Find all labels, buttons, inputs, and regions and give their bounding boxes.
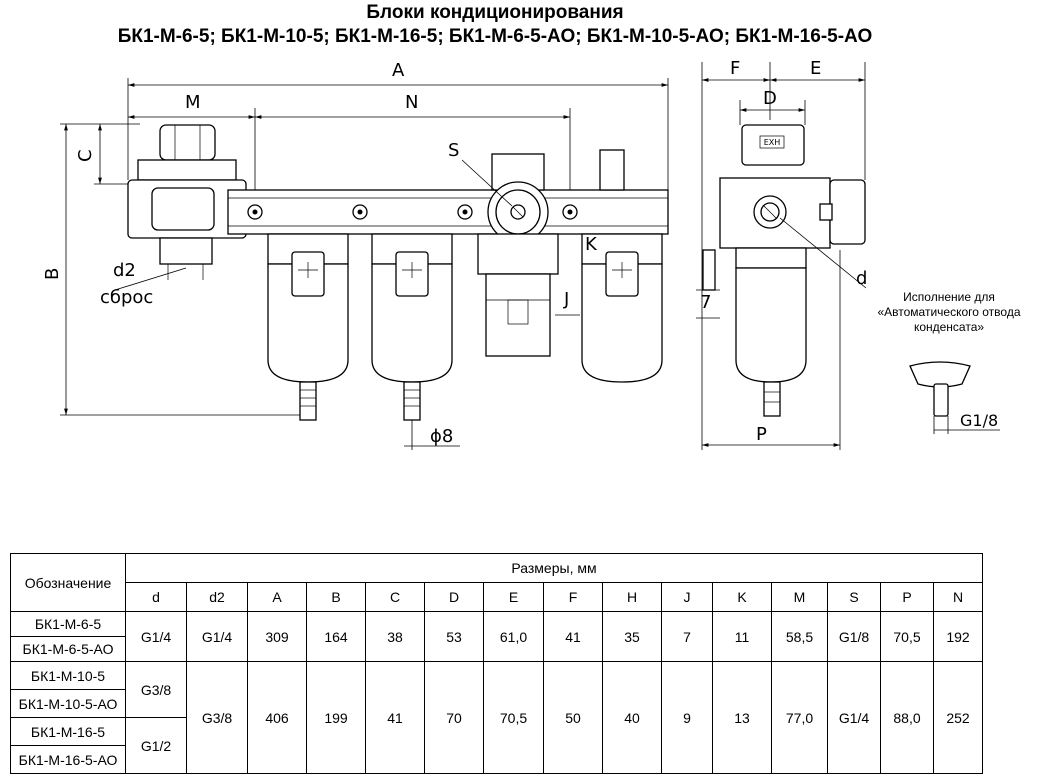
model-name: БК1-М-10-5-АО <box>10 689 126 718</box>
model-name: БК1-М-10-5 <box>10 661 126 690</box>
value-cell: 252 <box>933 661 983 774</box>
dim-D: D <box>739 88 806 125</box>
value-cell: 40 <box>602 661 662 774</box>
label-sbros: сброс <box>100 287 153 308</box>
label-J: J <box>563 289 569 310</box>
value-cell: 164 <box>306 611 366 662</box>
col-d: d <box>125 582 187 612</box>
dim-C: C <box>75 123 140 185</box>
col-P: P <box>880 582 934 612</box>
dims-header: Размеры, мм <box>125 553 983 583</box>
value-cell: 309 <box>247 611 307 662</box>
value-cell: 13 <box>712 661 772 774</box>
model-name: БК1-М-16-5 <box>10 717 126 746</box>
label-d2: d2 <box>113 260 136 281</box>
value-cell: 50 <box>543 661 603 774</box>
filter-unit-2 <box>371 233 453 421</box>
col-N: N <box>933 582 983 612</box>
dimensions-table: Обозначение Размеры, мм d d2 A B C D E F… <box>10 553 983 774</box>
label-phi8: ϕ8 <box>430 426 453 447</box>
auto-drain-note: Исполнение для «Автоматического отвода к… <box>877 290 1021 334</box>
label-D: D <box>763 88 777 109</box>
side-view: EXH <box>702 124 866 417</box>
value-cell: 53 <box>424 611 484 662</box>
value-cell: G1/8 <box>827 611 881 662</box>
shutoff-valve <box>114 124 247 291</box>
value-cell: G1/4 <box>125 611 187 662</box>
col-D: D <box>424 582 484 612</box>
label-S: S <box>448 140 459 161</box>
value-cell: G1/4 <box>186 611 248 662</box>
value-cell: G1/4 <box>827 661 881 774</box>
value-cell: 406 <box>247 661 307 774</box>
value-cell: 35 <box>602 611 662 662</box>
value-cell: 70,5 <box>880 611 934 662</box>
model-list-title: БК1-М-6-5; БК1-М-10-5; БК1-М-16-5; БК1-М… <box>117 26 873 47</box>
label-E: E <box>810 58 821 79</box>
value-cell: 41 <box>365 661 425 774</box>
label-B: B <box>42 268 63 280</box>
manifold-bar <box>227 189 669 235</box>
label-exh: EXH <box>764 138 781 147</box>
label-N: N <box>405 92 418 113</box>
model-name: БК1-М-6-5-АО <box>10 636 126 662</box>
value-cell: G3/8 <box>186 661 248 774</box>
col-B: B <box>306 582 366 612</box>
col-A: A <box>247 582 307 612</box>
col-J: J <box>661 582 713 612</box>
value-cell: 192 <box>933 611 983 662</box>
dim-F-E: F E <box>701 58 866 450</box>
pressure-regulator <box>477 153 559 357</box>
col-H: H <box>602 582 662 612</box>
value-cell: G3/8 <box>125 661 187 718</box>
label-M: M <box>185 92 201 113</box>
label-P: P <box>756 424 767 445</box>
value-cell: 88,0 <box>880 661 934 774</box>
col-S: S <box>827 582 881 612</box>
label-g18: G1/8 <box>960 411 998 430</box>
col-C: C <box>365 582 425 612</box>
value-cell: 58,5 <box>771 611 828 662</box>
col-K: K <box>712 582 772 612</box>
auto-drain-detail <box>909 361 1000 434</box>
model-name: БК1-М-6-5 <box>10 611 126 637</box>
col-M: M <box>771 582 828 612</box>
value-cell: 70 <box>424 661 484 774</box>
value-cell: 41 <box>543 611 603 662</box>
dim-M-N: M N <box>128 92 571 190</box>
col-E: E <box>483 582 544 612</box>
designation-header: Обозначение <box>10 553 126 612</box>
dim-A: A <box>127 60 669 190</box>
value-cell: 11 <box>712 611 772 662</box>
label-K: K <box>585 234 598 255</box>
value-cell: 61,0 <box>483 611 544 662</box>
label-A: A <box>392 60 405 81</box>
dim-B: B <box>42 123 310 416</box>
value-cell: 9 <box>661 661 713 774</box>
model-name: БК1-М-16-5-АО <box>10 745 126 774</box>
col-F: F <box>543 582 603 612</box>
dim-P: P <box>702 250 841 450</box>
value-cell: 199 <box>306 661 366 774</box>
label-d: d <box>856 268 867 289</box>
col-d2: d2 <box>186 582 248 612</box>
value-cell: 77,0 <box>771 661 828 774</box>
label-F: F <box>730 58 740 79</box>
value-cell: 70,5 <box>483 661 544 774</box>
value-cell: G1/2 <box>125 717 187 774</box>
filter-unit-3 <box>581 149 663 383</box>
filter-unit-1 <box>267 233 349 421</box>
technical-drawing: A M N C B d2 сброс <box>42 58 1000 450</box>
value-cell: 7 <box>661 611 713 662</box>
document-title: Блоки кондиционирования <box>366 2 624 23</box>
label-7: 7 <box>700 292 711 313</box>
value-cell: 38 <box>365 611 425 662</box>
label-C: C <box>75 149 96 162</box>
